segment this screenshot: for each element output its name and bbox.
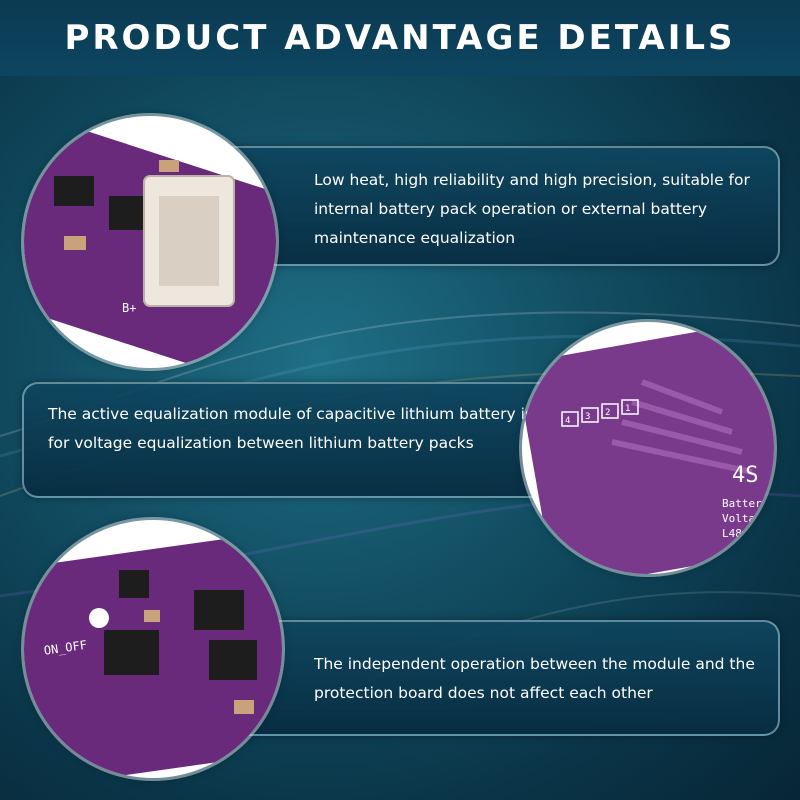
pcb-label-on-off: ON_OFF: [43, 638, 88, 658]
pad-label-2: 2: [605, 408, 610, 418]
feature-text-3: The independent operation between the mo…: [314, 655, 755, 702]
pad-label-3: 3: [585, 412, 590, 422]
feature-text-2: The active equalization module of capaci…: [48, 405, 576, 452]
page-header: PRODUCT ADVANTAGE DETAILS: [0, 0, 800, 76]
feature-card-3: The independent operation between the mo…: [190, 620, 780, 736]
pad-label-1: 1: [625, 404, 630, 414]
pcb-label-bplus: B+: [122, 301, 136, 315]
feature-text-1: Low heat, high reliability and high prec…: [314, 171, 750, 247]
pcb-label-4s: 4S: [732, 463, 759, 488]
page-title: PRODUCT ADVANTAGE DETAILS: [64, 18, 736, 58]
feature-card-2: The active equalization module of capaci…: [22, 382, 602, 498]
feature-card-1: Low heat, high reliability and high prec…: [190, 146, 780, 266]
silk-text-1: Batter: [722, 497, 762, 510]
pad-label-4: 4: [565, 416, 570, 426]
pcb-connector-photo-icon: B+: [24, 116, 276, 368]
pcb-back-photo-icon: 4 3 2 1 4S Batter Voltag L48wu: [522, 322, 774, 574]
pcb-switch-photo-icon: ON_OFF: [24, 520, 282, 778]
